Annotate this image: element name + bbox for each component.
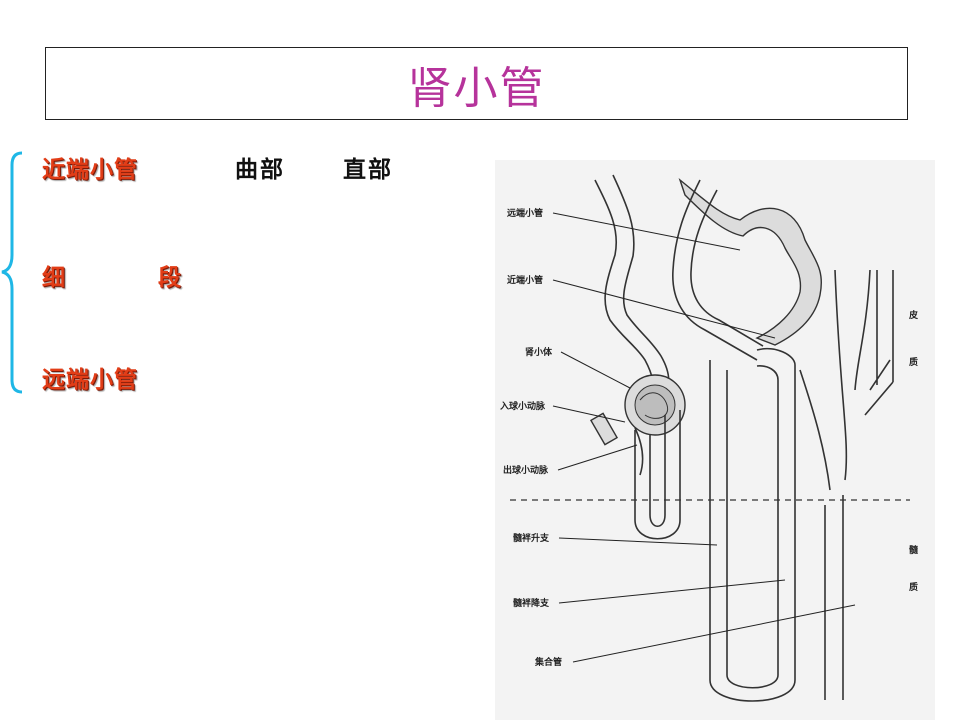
item-proximal-curved: 曲部: [235, 156, 285, 183]
label-medulla-1: 髓: [909, 544, 919, 556]
label-afferent-arteriole: 入球小动脉: [499, 400, 546, 412]
label-ascending-limb: 髓袢升支: [513, 532, 550, 544]
collecting-duct-top: [799, 269, 871, 491]
distal-tubule-shape: [678, 177, 822, 346]
item-distal-tubule: 远端小管: [42, 366, 138, 393]
nephron-diagram: 远端小管 近端小管 肾小体 入球小动脉 出球小动脉 髓袢升支 髓袢降支 集合管 …: [495, 160, 935, 720]
henle-loop-small-inner: [649, 415, 666, 528]
proximal-tubule-inner: [612, 174, 670, 393]
henle-loop-small-outer: [634, 410, 681, 540]
item-proximal-straight: 直部: [343, 156, 393, 183]
page-title: 肾小管: [407, 62, 546, 114]
label-distal-tubule: 远端小管: [507, 207, 543, 219]
afferent-arteriole-shape: [589, 412, 619, 446]
label-proximal-tubule: 近端小管: [507, 274, 543, 286]
item-proximal-tubule: 近端小管: [42, 156, 138, 183]
henle-loop-long-inner: [726, 365, 779, 689]
proximal-tubule-outer: [594, 179, 654, 396]
label-medulla-2: 质: [909, 581, 918, 593]
distal-descending-outer: [672, 179, 758, 361]
label-renal-corpuscle: 肾小体: [525, 346, 553, 358]
left-brace: [1, 151, 23, 394]
distal-descending-inner: [690, 189, 764, 347]
efferent-arteriole-shape: [634, 427, 644, 476]
item-thin-segment-right: 段: [158, 264, 182, 291]
label-descending-limb: 髓袢降支: [513, 597, 550, 609]
label-cortex-1: 皮: [908, 309, 919, 321]
label-collecting-duct: 集合管: [534, 656, 562, 668]
label-efferent-arteriole: 出球小动脉: [503, 464, 549, 476]
nephron-svg: 远端小管 近端小管 肾小体 入球小动脉 出球小动脉 髓袢升支 髓袢降支 集合管 …: [499, 174, 919, 702]
henle-loop-long-outer: [709, 347, 796, 702]
label-cortex-2: 质: [909, 356, 918, 368]
item-thin-segment-left: 细: [42, 264, 66, 291]
title-box: 肾小管: [45, 47, 908, 120]
